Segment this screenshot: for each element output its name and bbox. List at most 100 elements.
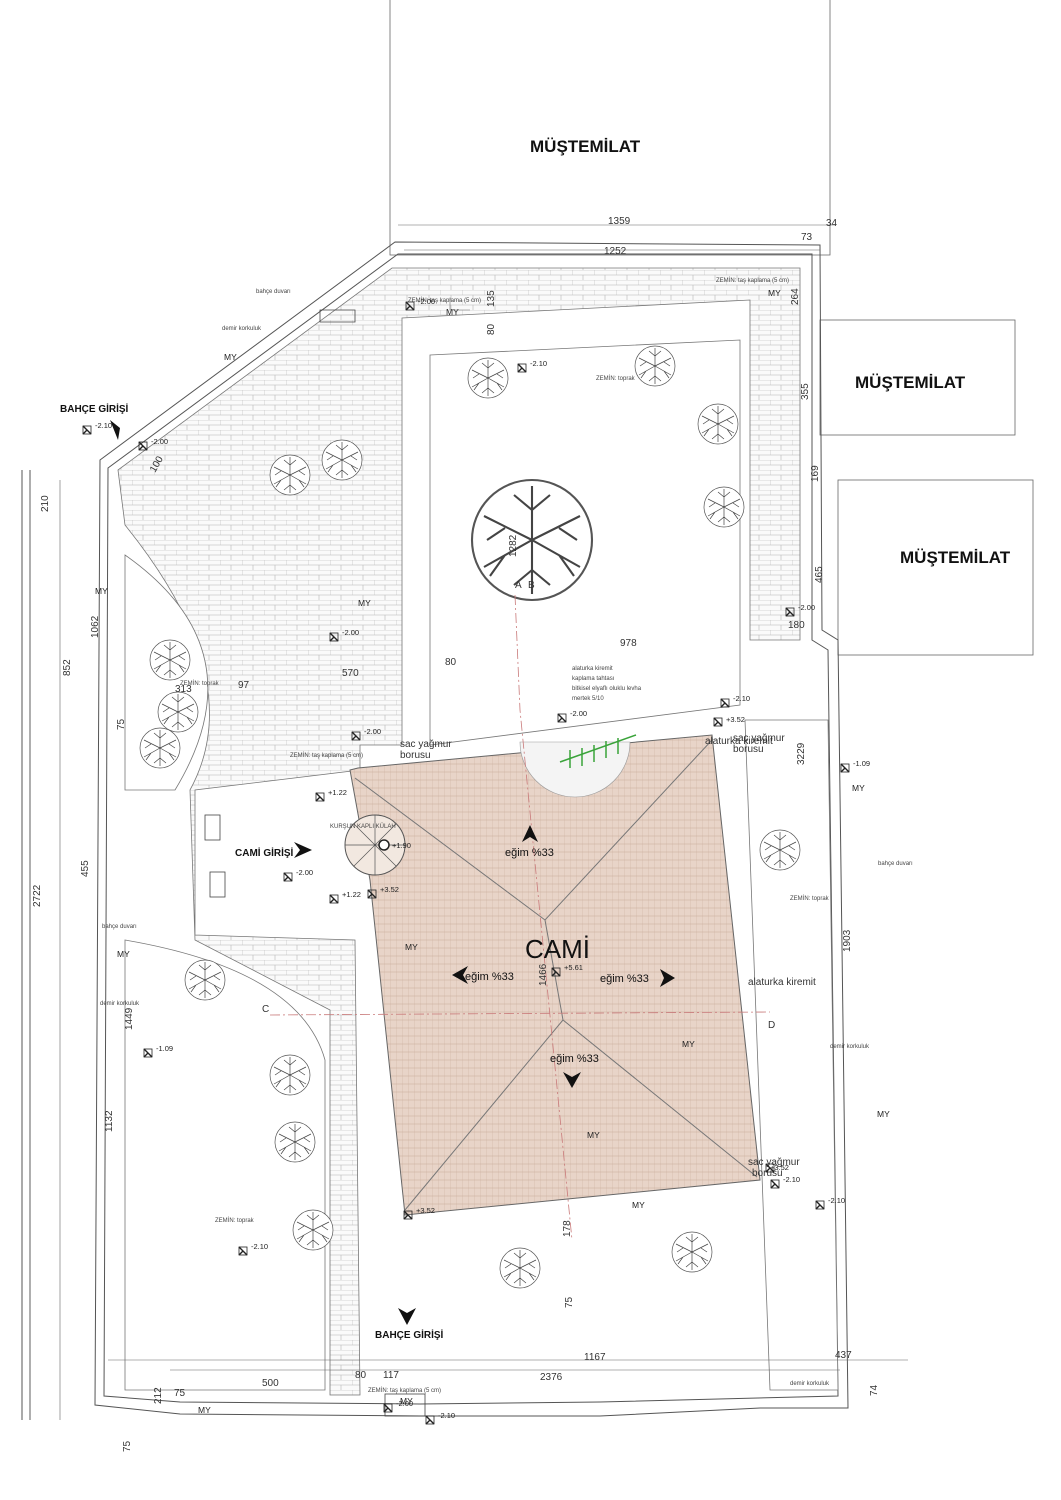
svg-text:bahçe duvarı: bahçe duvarı [878, 861, 913, 867]
svg-text:500: 500 [262, 1378, 279, 1389]
svg-text:MY: MY [632, 1200, 645, 1210]
svg-text:MY: MY [224, 352, 237, 362]
svg-text:MY: MY [405, 942, 418, 952]
svg-text:1449: 1449 [124, 1007, 135, 1030]
svg-text:978: 978 [620, 638, 637, 649]
svg-text:-2.10: -2.10 [828, 1196, 845, 1205]
annex-label-top: MÜŞTEMİLAT [530, 137, 641, 156]
svg-text:+1.22: +1.22 [328, 788, 347, 797]
mosque-roof [344, 734, 761, 1216]
svg-text:alaturka kiremit: alaturka kiremit [572, 666, 613, 672]
svg-text:ZEMİN: toprak: ZEMİN: toprak [215, 1217, 255, 1224]
svg-text:-2.00: -2.00 [418, 297, 435, 306]
svg-text:1167: 1167 [584, 1352, 606, 1363]
svg-text:KURŞUN KAPLI KÜLAH: KURŞUN KAPLI KÜLAH [330, 823, 396, 830]
svg-text:demir korkuluk: demir korkuluk [830, 1044, 870, 1050]
svg-text:-2.10: -2.10 [438, 1411, 455, 1420]
svg-text:+3.52: +3.52 [770, 1163, 789, 1172]
svg-text:+3.52: +3.52 [380, 885, 399, 894]
svg-text:C: C [262, 1004, 269, 1015]
paved-area [117, 267, 801, 1396]
svg-text:mertek 5/10: mertek 5/10 [572, 696, 604, 702]
svg-text:-2.10: -2.10 [530, 359, 547, 368]
section-lines [269, 594, 771, 1241]
svg-text:MY: MY [117, 949, 130, 959]
svg-text:-2.00: -2.00 [151, 437, 168, 446]
svg-text:-2.10: -2.10 [95, 421, 112, 430]
svg-text:-1.09: -1.09 [156, 1044, 173, 1053]
svg-text:MY: MY [587, 1130, 600, 1140]
svg-text:MY: MY [877, 1109, 890, 1119]
svg-text:kaplama tahtası: kaplama tahtası [572, 676, 615, 682]
svg-text:80: 80 [486, 323, 497, 335]
svg-text:74: 74 [869, 1384, 880, 1396]
svg-text:D: D [768, 1020, 775, 1031]
svg-text:-2.00: -2.00 [364, 727, 381, 736]
svg-text:ZEMİN: taş kaplama (5 cm): ZEMİN: taş kaplama (5 cm) [716, 277, 789, 284]
svg-text:-2.10: -2.10 [251, 1242, 268, 1251]
svg-text:borusu: borusu [400, 750, 431, 761]
svg-text:A: A [515, 580, 522, 591]
svg-text:2376: 2376 [540, 1372, 563, 1383]
svg-text:212: 212 [153, 1387, 164, 1404]
svg-text:-2.00: -2.00 [570, 709, 587, 718]
svg-text:-2.00: -2.00 [296, 868, 313, 877]
svg-text:355: 355 [800, 383, 811, 400]
dimensions: 1359 34 73 1252 264 135 80 355 169 465 1… [32, 216, 880, 1452]
svg-text:1359: 1359 [608, 216, 631, 227]
slope-left: eğim %33 [465, 971, 514, 983]
svg-text:-1.09: -1.09 [853, 759, 870, 768]
svg-text:1903: 1903 [842, 929, 853, 952]
svg-text:MY: MY [682, 1039, 695, 1049]
svg-text:demir korkuluk: demir korkuluk [100, 1001, 140, 1007]
svg-text:MY: MY [400, 1396, 413, 1406]
dimension-lines [29, 224, 908, 1420]
slope-bottom: eğim %33 [550, 1053, 599, 1065]
svg-text:bahçe duvarı: bahçe duvarı [102, 924, 137, 930]
svg-text:MY: MY [95, 586, 108, 596]
svg-text:117: 117 [383, 1370, 399, 1381]
svg-text:75: 75 [122, 1440, 133, 1452]
svg-text:1062: 1062 [90, 615, 101, 638]
svg-text:MY: MY [768, 288, 781, 298]
svg-text:178: 178 [562, 1220, 573, 1237]
svg-text:alaturka kiremit: alaturka kiremit [748, 977, 816, 988]
svg-text:455: 455 [80, 860, 91, 877]
level-markers: -2.10 -2.00 -2.00 -2.10 -2.00 -2.00 -2.1… [82, 297, 870, 1425]
svg-text:borusu: borusu [733, 744, 764, 755]
svg-text:-2.00: -2.00 [396, 1399, 413, 1408]
annex-buildings [389, 0, 1034, 656]
svg-text:313: 313 [175, 684, 192, 695]
svg-text:2722: 2722 [32, 884, 43, 907]
svg-text:ZEMİN: toprak: ZEMİN: toprak [790, 895, 830, 902]
svg-text:ZEMİN: taş kaplama (5 cm): ZEMİN: taş kaplama (5 cm) [290, 752, 363, 759]
svg-text:264: 264 [790, 288, 801, 305]
svg-text:465: 465 [814, 566, 825, 583]
svg-text:180: 180 [788, 620, 805, 631]
my-markers: MY MY MY MY MY MY MY MY MY MY MY MY MY M… [95, 288, 890, 1415]
svg-text:+3.52: +3.52 [726, 715, 745, 724]
svg-text:437: 437 [835, 1350, 852, 1361]
svg-text:75: 75 [174, 1388, 186, 1399]
svg-text:bitkisel elyaflı oluklu levha: bitkisel elyaflı oluklu levha [572, 686, 642, 692]
svg-text:MY: MY [446, 307, 459, 317]
svg-text:MY: MY [358, 598, 371, 608]
svg-text:-2.00: -2.00 [798, 603, 815, 612]
svg-text:+1.22: +1.22 [342, 890, 361, 899]
svg-text:570: 570 [342, 668, 359, 679]
annex-label-right-1: MÜŞTEMİLAT [855, 373, 966, 392]
svg-text:852: 852 [62, 659, 73, 676]
svg-text:1282: 1282 [508, 534, 519, 557]
svg-text:sac yağmur: sac yağmur [400, 739, 452, 750]
svg-text:80: 80 [445, 657, 457, 668]
svg-text:MY: MY [198, 1405, 211, 1415]
svg-text:demir korkuluk: demir korkuluk [222, 326, 262, 332]
garden-entrance-top: BAHÇE GİRİŞİ [60, 402, 129, 415]
svg-text:-2.00: -2.00 [342, 628, 359, 637]
slope-top: eğim %33 [505, 847, 554, 859]
svg-text:1466: 1466 [538, 963, 549, 986]
svg-text:135: 135 [486, 290, 497, 307]
slope-right: eğim %33 [600, 973, 649, 985]
annex-label-right-2: MÜŞTEMİLAT [900, 548, 1011, 567]
